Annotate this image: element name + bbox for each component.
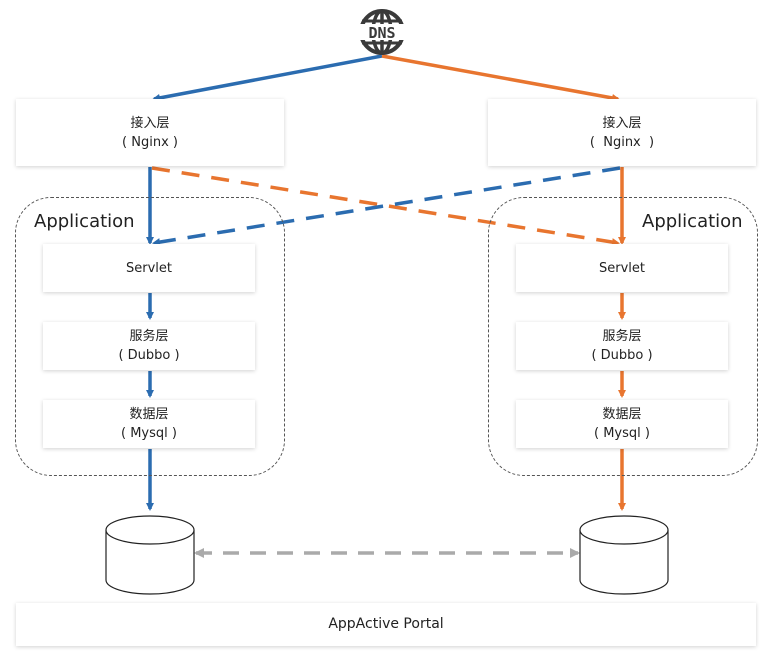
left-servlet: Servlet: [43, 244, 255, 292]
left-access-layer: 接入层 ( Nginx ): [16, 99, 284, 166]
left-data-layer: 数据层 ( Mysql ): [43, 400, 255, 448]
left-servlet-title: Servlet: [126, 260, 172, 276]
arrow-dns-to-left-nginx: [152, 54, 383, 102]
left-data-title: 数据层: [129, 407, 169, 422]
right-service-subtitle: ( Dubbo ): [591, 348, 653, 363]
arrow-dns-to-right-nginx: [381, 54, 620, 102]
right-application-label: Application: [642, 211, 743, 232]
left-data-subtitle: ( Mysql ): [121, 426, 177, 441]
right-access-subtitle: ( Nginx ): [589, 134, 655, 150]
arrow-right-nginx-to-left-servlet: [152, 166, 621, 246]
appactive-portal: AppActive Portal: [16, 603, 756, 646]
left-application-group: [15, 197, 285, 476]
right-data-title: 数据层: [602, 407, 642, 422]
right-service-title: 服务层: [602, 329, 642, 344]
arrow-left-nginx-to-right-servlet: [151, 166, 620, 246]
right-access-title: 接入层: [602, 115, 642, 131]
right-data-subtitle: ( Mysql ): [594, 426, 650, 441]
right-servlet-title: Servlet: [599, 260, 645, 276]
dns-label: DNS: [368, 24, 395, 42]
right-servlet: Servlet: [516, 244, 728, 292]
portal-label: AppActive Portal: [328, 616, 444, 632]
right-access-layer: 接入层 ( Nginx ): [488, 99, 756, 166]
right-service-layer: 服务层 ( Dubbo ): [516, 322, 728, 370]
right-application-group: [488, 197, 758, 476]
left-application-label: Application: [34, 211, 135, 232]
right-database-icon: [579, 515, 669, 595]
dns-node: DNS: [357, 7, 407, 57]
left-database-icon: [105, 515, 195, 595]
globe-icon: DNS: [357, 9, 407, 55]
left-access-subtitle: ( Nginx ): [122, 134, 178, 150]
left-service-layer: 服务层 ( Dubbo ): [43, 322, 255, 370]
left-access-title: 接入层: [130, 115, 170, 131]
left-service-subtitle: ( Dubbo ): [118, 348, 180, 363]
right-data-layer: 数据层 ( Mysql ): [516, 400, 728, 448]
left-service-title: 服务层: [129, 329, 169, 344]
